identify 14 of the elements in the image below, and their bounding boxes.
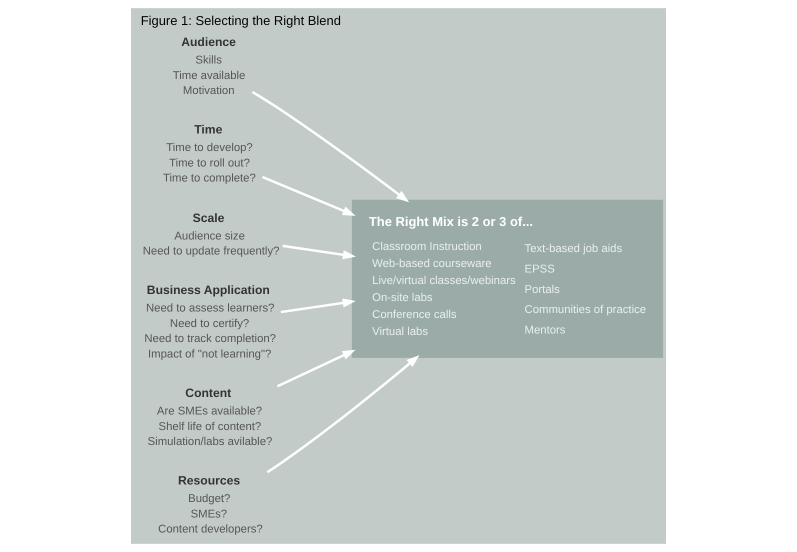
arrow	[282, 244, 356, 260]
node-text: Business Application Need to assess learners? Need to certify? Need to track completion? Impact of "not learning"?	[144, 283, 276, 361]
arrow	[252, 90, 410, 202]
arrow	[280, 298, 356, 314]
node-text: Audience Skills Time available Motivation	[172, 35, 246, 98]
node-text: Resources Budget? SMEs? Content developers?	[158, 474, 263, 536]
node-text: Scale Audience size Need to update frequently?	[142, 211, 280, 258]
arrow	[276, 350, 356, 388]
arrow	[266, 355, 420, 474]
arrow	[262, 176, 356, 216]
node-box: The Right Mix is 2 or 3 of... Classroom Instruction Web-based courseware Live/virtual classes/webinars On-site labs Conference calls Virtual labs Text-based job aids EPSS Portals Communities of practice Mentors	[352, 200, 664, 358]
node-text: Time Time to develop? Time to roll out? Time to complete?	[163, 122, 256, 185]
node-text: Content Are SMEs available? Shelf life of content? Simulation/labs avilable?	[148, 386, 272, 448]
diagram-title: Figure 1: Selecting the Right Blend	[140, 12, 341, 28]
